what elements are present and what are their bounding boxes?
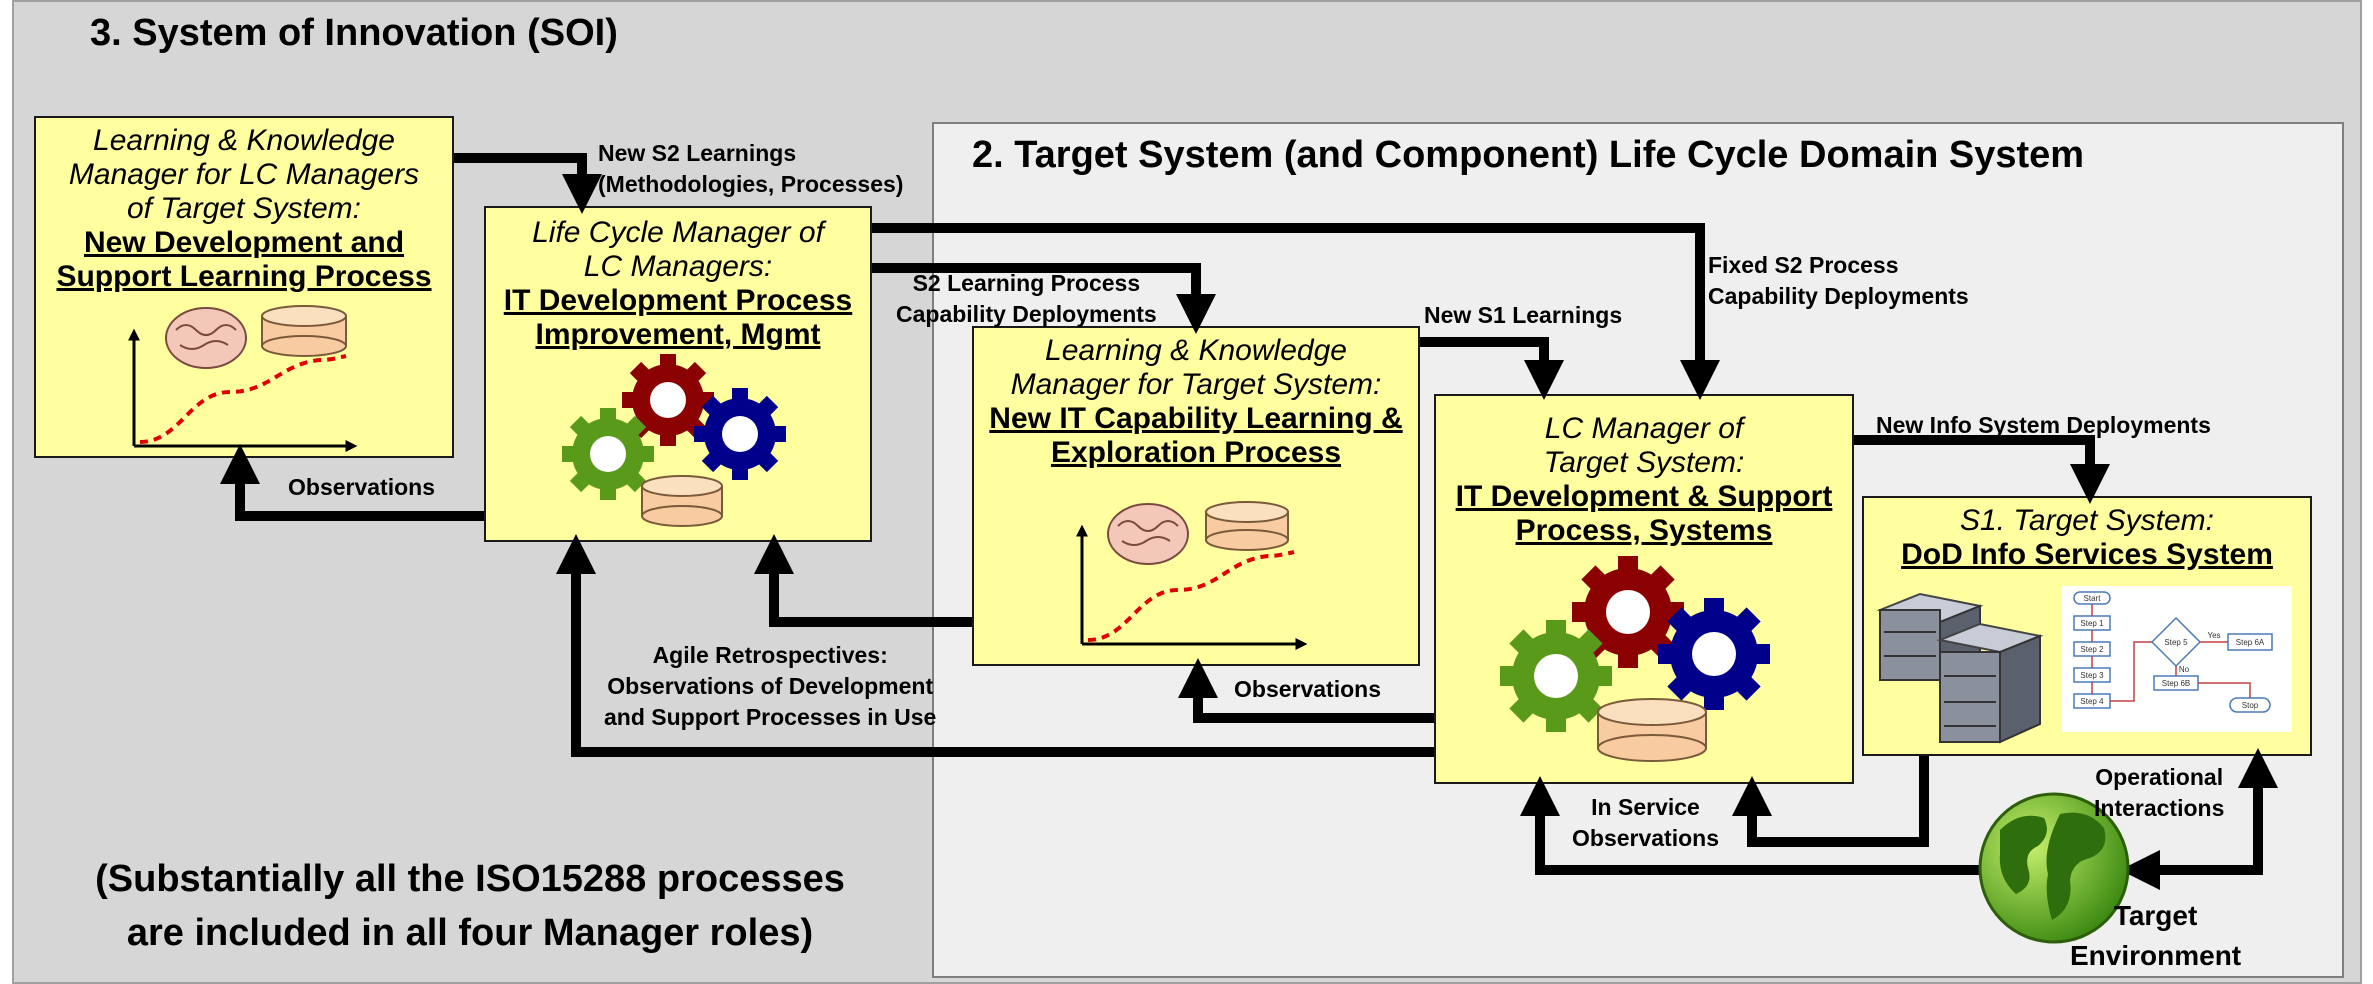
arrow-observations-top: [220, 444, 484, 521]
lc-domain-title: 2. Target System (and Component) Life Cy…: [972, 134, 2085, 176]
arrow-in-service-env: [1520, 776, 1980, 875]
label-in-service-observations: In Service Observations: [1572, 792, 1719, 854]
flowchart-branch: No: [2179, 665, 2190, 674]
gear-green-icon: [562, 408, 654, 500]
gear-red-icon: [622, 354, 714, 446]
label-line: S2 Learning Process: [912, 270, 1141, 296]
arrow-s2-learning-deploy: [872, 263, 1216, 334]
arrow-observations-mid: [1178, 658, 1434, 723]
arrow-agile-retro: [556, 534, 1434, 757]
label-operational-interactions: Operational Interactions: [2094, 762, 2224, 824]
label-agile-retrospectives: Agile Retrospectives: Observations of De…: [604, 640, 936, 733]
label-line: Fixed S2 Process: [1708, 252, 1899, 278]
label-new-s2-learnings: New S2 Learnings (Methodologies, Process…: [598, 138, 903, 200]
flowchart-step: Step 5: [2164, 638, 2188, 647]
label-line: and Support Processes in Use: [604, 704, 937, 730]
label-line: Operational: [2095, 764, 2224, 790]
label-line: Agile Retrospectives:: [652, 642, 888, 668]
database-icon: [261, 305, 347, 357]
role-line: Target System:: [1543, 445, 1745, 479]
lk-manager-target-system-box: Learning & Knowledge Manager for Target …: [972, 326, 1420, 666]
brain-icon: [1107, 503, 1189, 565]
label-line: In Service: [1591, 794, 1700, 820]
soi-title: 3. System of Innovation (SOI): [90, 12, 618, 54]
database-icon: [1205, 501, 1289, 551]
footnote: (Substantially all the ISO15288 processe…: [40, 852, 900, 960]
learning-curve-chart-icon: [128, 328, 358, 452]
footnote-line: are included in all four Manager roles): [126, 912, 814, 954]
label-line: Capability Deployments: [1708, 283, 1969, 309]
process-line: IT Development & Support: [1455, 479, 1833, 513]
label-line: New S1 Learnings: [1424, 302, 1623, 328]
label-line: Interactions: [2094, 795, 2225, 821]
process-line: DoD Info Services System: [1901, 537, 2273, 571]
label-line: New Info System Deployments: [1876, 412, 2211, 438]
label-target-environment: Target Environment: [2070, 896, 2241, 976]
role-line: Manager for Target System:: [1010, 367, 1382, 401]
label-new-s1-learnings: New S1 Learnings: [1424, 300, 1622, 331]
flowchart-step: Step 3: [2080, 671, 2104, 680]
process-line: IT Development Process: [503, 283, 853, 317]
label-line: Environment: [2070, 940, 2242, 971]
role-line: Life Cycle Manager of: [532, 216, 824, 249]
flowchart-step: Step 1: [2080, 619, 2104, 628]
label-line: Observations: [288, 474, 435, 500]
flowchart-icon: Start Step 1 Step 2 Step 3 Step 4 Step 5…: [2062, 586, 2292, 732]
process-line: Process, Systems: [1515, 513, 1773, 547]
label-line: Observations of Development: [607, 673, 934, 699]
label-observations-mid: Observations: [1234, 674, 1381, 705]
label-new-info-deployments: New Info System Deployments: [1876, 410, 2211, 441]
role-line: Learning & Knowledge: [93, 124, 395, 157]
globe-icon: [1978, 792, 2130, 944]
label-s2-learning-deployments: S2 Learning Process Capability Deploymen…: [896, 268, 1157, 330]
gear-red-icon: [1572, 556, 1684, 668]
arrow-new-s1-learnings: [1420, 337, 1564, 400]
flowchart-step: Step 2: [2080, 645, 2104, 654]
arrow-in-service-s1: [1732, 756, 1929, 847]
arrow-new-info-deploy: [1854, 435, 2110, 504]
server-rack-icon: [1876, 592, 2044, 744]
label-line: Observations: [1572, 825, 1719, 851]
flowchart-step: Stop: [2242, 701, 2259, 710]
process-line: Support Learning Process: [56, 259, 432, 293]
flowchart-step: Step 6B: [2162, 679, 2190, 688]
lc-manager-of-lc-managers-box: Life Cycle Manager of LC Managers: IT De…: [484, 206, 872, 542]
role-line: S1. Target System:: [1959, 504, 2214, 537]
process-line: Improvement, Mgmt: [535, 317, 821, 351]
gear-blue-icon: [1658, 598, 1770, 710]
label-observations-top: Observations: [288, 472, 435, 503]
role-line: of Target System:: [127, 191, 361, 225]
database-icon: [641, 475, 723, 527]
database-icon: [1597, 698, 1707, 762]
flowchart-branch: Yes: [2207, 631, 2220, 640]
role-line: Learning & Knowledge: [1045, 334, 1347, 367]
role-line: LC Manager of: [1544, 412, 1744, 445]
process-line: New Development and: [83, 225, 405, 259]
label-line: (Methodologies, Processes): [598, 171, 904, 197]
flowchart-step: Step 6A: [2236, 638, 2265, 647]
process-line: Exploration Process: [1050, 435, 1342, 469]
footnote-line: (Substantially all the ISO15288 processe…: [95, 858, 845, 900]
learning-curve-chart-icon: [1076, 524, 1308, 650]
label-fixed-s2: Fixed S2 Process Capability Deployments: [1708, 250, 1969, 312]
label-line: New S2 Learnings: [598, 140, 797, 166]
label-line: Target: [2113, 900, 2198, 931]
label-line: Capability Deployments: [896, 301, 1157, 327]
gear-green-icon: [1500, 620, 1612, 732]
role-line: Manager for LC Managers: [68, 157, 420, 191]
gear-blue-icon: [694, 388, 786, 480]
label-line: Observations: [1234, 676, 1381, 702]
role-line: LC Managers:: [583, 249, 773, 283]
flowchart-step: Step 4: [2080, 697, 2104, 706]
process-line: New IT Capability Learning &: [989, 401, 1403, 435]
arrow-new-s2-learnings: [454, 153, 602, 214]
arrow-observations-lk: [754, 534, 972, 627]
lk-manager-lc-managers-box: Learning & Knowledge Manager for LC Mana…: [34, 116, 454, 458]
brain-icon: [165, 307, 247, 369]
arrow-fixed-s2: [872, 223, 1720, 400]
flowchart-step: Start: [2084, 594, 2102, 603]
